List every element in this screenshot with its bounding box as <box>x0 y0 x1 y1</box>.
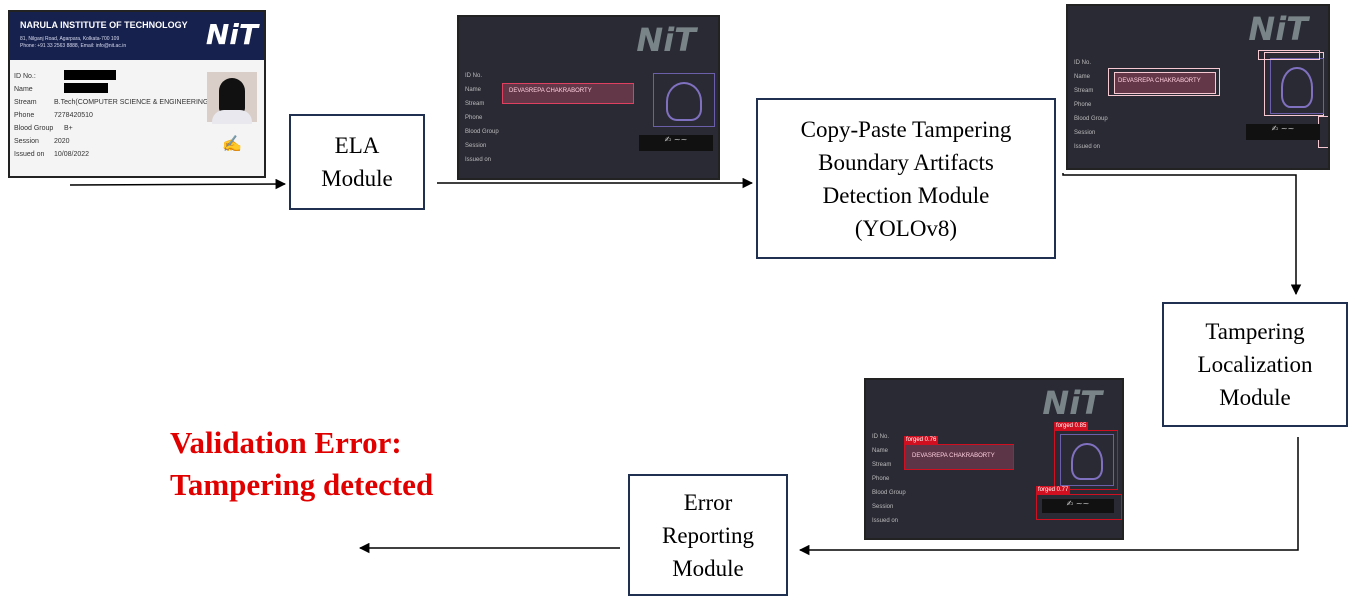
arrow-input-to-ela <box>69 178 287 190</box>
institute-name: NARULA INSTITUTE OF TECHNOLOGY <box>20 20 188 30</box>
ela-photo-region <box>653 73 715 127</box>
loc-name-text: DEVASREPA CHAKRABORTY <box>912 453 995 459</box>
nit-logo: NiT <box>636 21 696 59</box>
nit-logo: NiT <box>1042 384 1102 422</box>
nit-logo: NiT <box>1248 10 1308 48</box>
ela-signature-region: ✍ ~~ <box>639 135 713 151</box>
id-card-header: NARULA INSTITUTE OF TECHNOLOGY 81, Nilga… <box>10 12 264 60</box>
loc-box-name <box>904 444 1014 470</box>
field-row: Name <box>14 83 208 96</box>
loc-box-signature <box>1036 494 1122 520</box>
redaction-bar <box>64 83 108 93</box>
field-row: ID No.: <box>14 70 208 83</box>
redaction-bar <box>64 70 116 80</box>
detection-module-box: Copy-Paste Tampering Boundary Artifacts … <box>756 98 1056 259</box>
forged-tag-name: forged 0.76 <box>904 436 939 444</box>
arrow-detect-to-localize <box>1062 173 1302 296</box>
ela-module-box: ELA Module <box>289 114 425 210</box>
det-signature-region: ✍ ~~ <box>1246 124 1320 140</box>
institute-address: 81, Nilganj Road, Agarpara, Kolkata-700 … <box>20 36 127 49</box>
validation-error-message: Validation Error: Tampering detected <box>170 422 433 506</box>
nit-logo: NiT <box>205 18 258 51</box>
forged-tag-signature: forged 0.77 <box>1036 486 1071 494</box>
error-line-2: Tampering detected <box>170 467 434 502</box>
forged-tag-photo: forged 0.85 <box>1054 422 1089 430</box>
ela-name-text: DEVASREPA CHAKRABORTY <box>509 88 592 94</box>
det-name-text: DEVASREPA CHAKRABORTY <box>1118 78 1201 84</box>
original-id-card-image: NARULA INSTITUTE OF TECHNOLOGY 81, Nilga… <box>8 10 266 178</box>
localization-module-box: Tampering Localization Module <box>1162 302 1348 427</box>
det-box-logo <box>1258 50 1320 60</box>
signature-icon: ✍ <box>222 136 242 153</box>
det-box-name <box>1108 68 1220 96</box>
arrow-localize-to-report <box>798 437 1299 556</box>
loc-signature-region: ✍ ~~ <box>1042 499 1114 513</box>
det-box-name-2 <box>1114 72 1216 94</box>
loc-photo-region <box>1060 434 1114 486</box>
student-photo <box>207 72 257 124</box>
loc-box-photo <box>1054 430 1118 490</box>
det-photo-region <box>1270 58 1324 114</box>
error-line-1: Validation Error: <box>170 425 402 460</box>
error-reporting-module-box: Error Reporting Module <box>628 474 788 596</box>
ela-name-highlight <box>502 83 634 104</box>
